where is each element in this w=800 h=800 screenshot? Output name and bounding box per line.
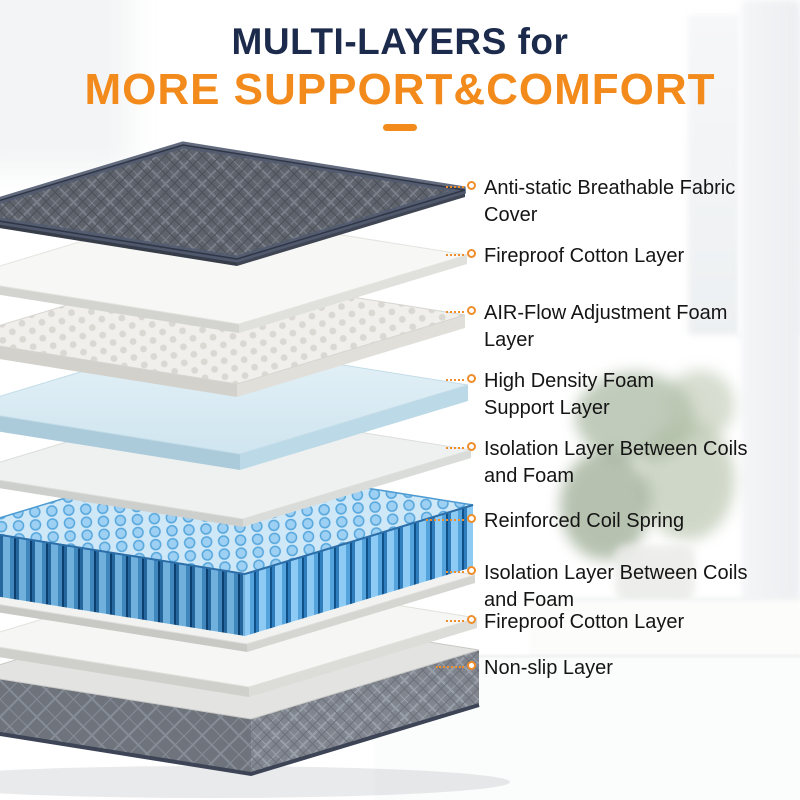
callout-isolation-top: Isolation Layer Between Coils and Foam [446, 436, 769, 489]
callout-label: Non-slip Layer [484, 657, 613, 679]
plant-leaf [665, 370, 735, 440]
callout-label: Isolation Layer Between Coils and Foam [484, 562, 748, 611]
callout-fabric-cover: Anti-static Breathable Fabric Cover [446, 175, 764, 228]
callout-bullet [467, 249, 476, 258]
leader-line [446, 447, 464, 449]
leader-line [426, 519, 464, 521]
callout-label: Fireproof Cotton Layer [484, 611, 685, 633]
callout-airflow-foam: AIR-Flow Adjustment Foam Layer [446, 300, 734, 353]
title-line1: MULTI-LAYERS for [231, 21, 569, 62]
callout-bullet [467, 514, 476, 523]
callout-label: Fireproof Cotton Layer [484, 245, 685, 267]
callout-label: Anti-static Breathable Fabric Cover [484, 177, 736, 226]
callout-non-slip: Non-slip Layer [436, 655, 613, 682]
mattress-shadow [0, 766, 510, 798]
callout-label: Isolation Layer Between Coils and Foam [484, 438, 748, 487]
background-corner-shade [0, 0, 130, 170]
leader-line [446, 311, 464, 313]
plant-leaf [640, 420, 735, 540]
callout-bullet [467, 374, 476, 383]
callout-label: High Density Foam Support Layer [484, 370, 655, 419]
title-line2: MORE SUPPORT&COMFORT [84, 65, 716, 114]
callout-coil-spring: Reinforced Coil Spring [426, 508, 684, 535]
leader-line [436, 666, 464, 668]
leader-line [446, 254, 464, 256]
callout-high-density-foam: High Density Foam Support Layer [446, 368, 684, 421]
callout-bullet [467, 566, 476, 575]
callout-label: AIR-Flow Adjustment Foam Layer [484, 302, 728, 351]
callout-fireproof-cotton-top: Fireproof Cotton Layer [446, 243, 684, 270]
leader-line [446, 186, 464, 188]
header: MULTI-LAYERS for MORE SUPPORT&COMFORT [0, 20, 800, 131]
callout-bullet [467, 181, 476, 190]
leader-line [446, 571, 464, 573]
callout-label: Reinforced Coil Spring [484, 510, 685, 532]
callout-isolation-bottom: Isolation Layer Between Coils and Foam [446, 560, 769, 613]
layer-fabric-cover [0, 141, 467, 266]
callout-bullet [467, 615, 476, 624]
title-underline [383, 124, 417, 131]
leader-line [446, 620, 464, 622]
curtain [742, 0, 800, 600]
leader-line [446, 379, 464, 381]
plant-leaf [560, 450, 650, 560]
callout-fireproof-cotton-bottom: Fireproof Cotton Layer [446, 609, 684, 636]
callout-bullet [467, 306, 476, 315]
plant-pot [615, 545, 695, 605]
callout-bullet [467, 661, 476, 670]
callout-bullet [467, 442, 476, 451]
